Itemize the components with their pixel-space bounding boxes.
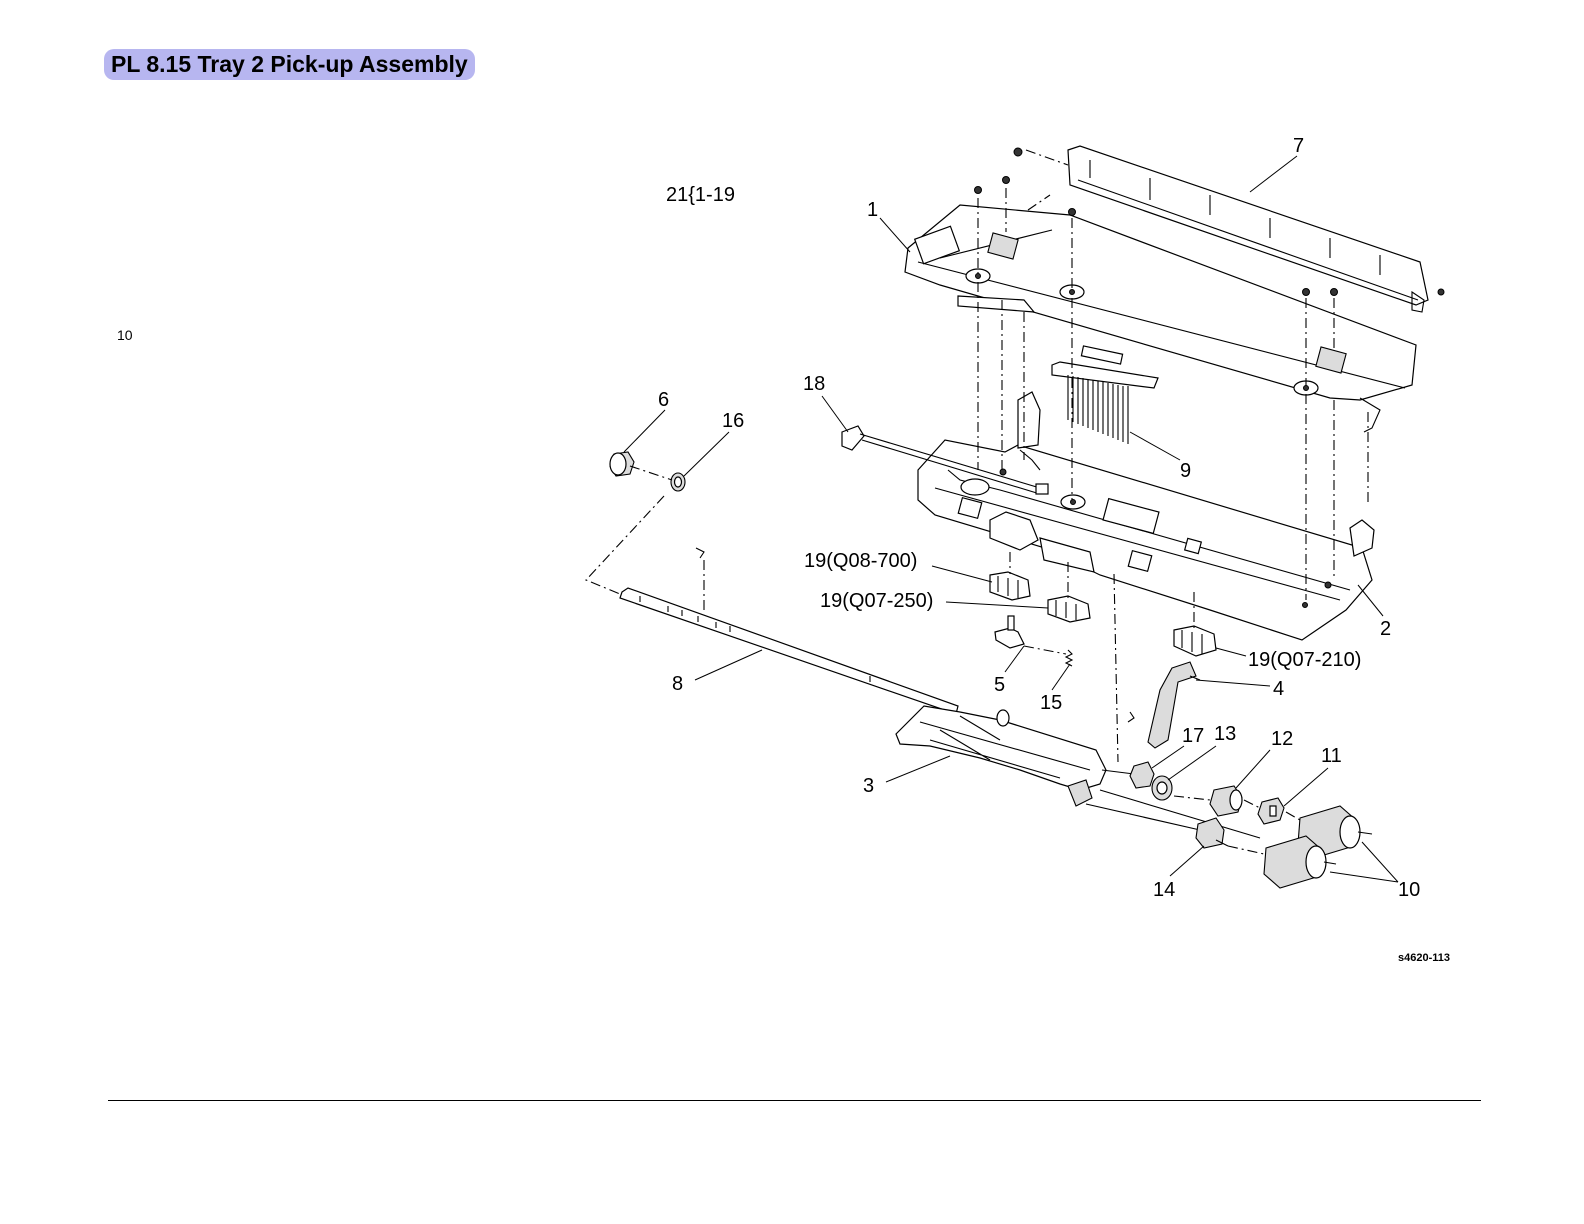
callout-15: 15 — [1040, 692, 1062, 714]
callout-8: 8 — [672, 673, 683, 695]
callout-5: 5 — [994, 674, 1005, 696]
callout-3: 3 — [863, 775, 874, 797]
part-14-gear — [1196, 818, 1228, 848]
part-5-actuator — [995, 616, 1024, 648]
part-8-shaft — [620, 548, 958, 714]
part-16-bearing — [671, 473, 685, 491]
part-9-static-brush — [1052, 346, 1158, 444]
callout-11: 11 — [1321, 745, 1342, 767]
callout-10: 10 — [1398, 879, 1420, 901]
part-3-pickup-arm — [896, 706, 1260, 838]
callout-18: 18 — [803, 373, 825, 395]
part-12-roller — [1210, 786, 1242, 816]
callout-7: 7 — [1293, 135, 1304, 157]
callout-19-q07-250: 19(Q07-250) — [820, 590, 933, 612]
callout-19-q07-210: 19(Q07-210) — [1248, 649, 1361, 671]
part-11-clutch — [1258, 798, 1284, 824]
callout-4: 4 — [1273, 678, 1284, 700]
callout-19-q08-700: 19(Q08-700) — [804, 550, 917, 572]
part-15-spring — [1066, 650, 1072, 666]
callout-16: 16 — [722, 410, 744, 432]
callout-14: 14 — [1153, 879, 1175, 901]
callout-12: 12 — [1271, 728, 1293, 750]
part-17-collar — [1130, 762, 1154, 788]
callout-kit: 21{1-19 — [666, 184, 735, 206]
callout-2: 2 — [1380, 618, 1391, 640]
callout-9: 9 — [1180, 460, 1191, 482]
callout-1: 1 — [867, 199, 878, 221]
callout-13: 13 — [1214, 723, 1236, 745]
callout-6: 6 — [658, 389, 669, 411]
callout-17: 17 — [1182, 725, 1204, 747]
part-6-collar — [610, 452, 634, 476]
figure-id: s4620-113 — [1398, 952, 1450, 964]
